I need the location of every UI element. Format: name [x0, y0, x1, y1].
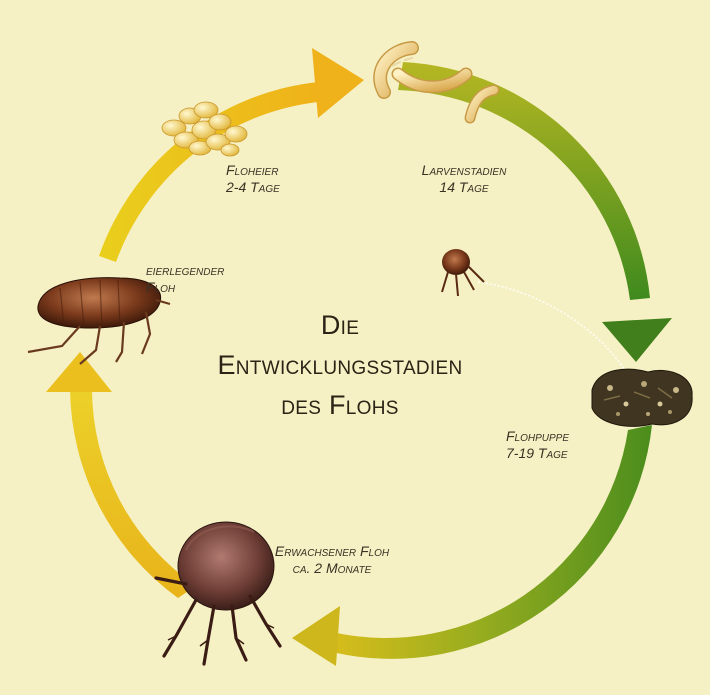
stage-name: Larvenstadien: [404, 162, 524, 179]
title-line-2: Entwicklungsstadien: [185, 345, 495, 385]
arrow-head-adult-to-egglaying: [46, 352, 112, 392]
arrow-head-eggs-to-larvae: [312, 48, 364, 118]
stage-name: Floheier: [226, 162, 280, 179]
flea-pupa-image: [592, 369, 692, 426]
diagram-title: Die Entwicklungsstadien des Flohs: [185, 305, 495, 425]
stage-duration: ca. 2 Monate: [262, 560, 402, 577]
stage-name: eierlegender: [146, 262, 224, 279]
arrow-adult-to-egglaying: [70, 388, 196, 598]
stage-duration: 14 Tage: [404, 179, 524, 196]
title-line-3: des Flohs: [185, 385, 495, 425]
arrow-head-larvae-to-pupa: [602, 318, 672, 362]
stage-label-larvae: Larvenstadien 14 Tage: [404, 162, 524, 196]
stage-duration: 2-4 Tage: [226, 179, 280, 196]
stage-label-egg-laying-flea: eierlegender Floh: [146, 262, 224, 296]
stage-label-adult: Erwachsener Floh ca. 2 Monate: [262, 543, 402, 577]
stage-label-pupa: Flohpuppe 7-19 Tage: [506, 428, 569, 462]
arrow-head-pupa-to-adult: [292, 606, 340, 666]
stage-label-eggs: Floheier 2-4 Tage: [226, 162, 280, 196]
stage-duration: 7-19 Tage: [506, 445, 569, 462]
title-line-1: Die: [185, 305, 495, 345]
arrow-pupa-to-adult: [332, 425, 652, 659]
stage-name: Flohpuppe: [506, 428, 569, 445]
stage-duration: Floh: [146, 279, 224, 296]
stage-name: Erwachsener Floh: [262, 543, 402, 560]
small-jumping-flea-image: [442, 249, 484, 296]
flea-jump-trail: [478, 282, 626, 372]
